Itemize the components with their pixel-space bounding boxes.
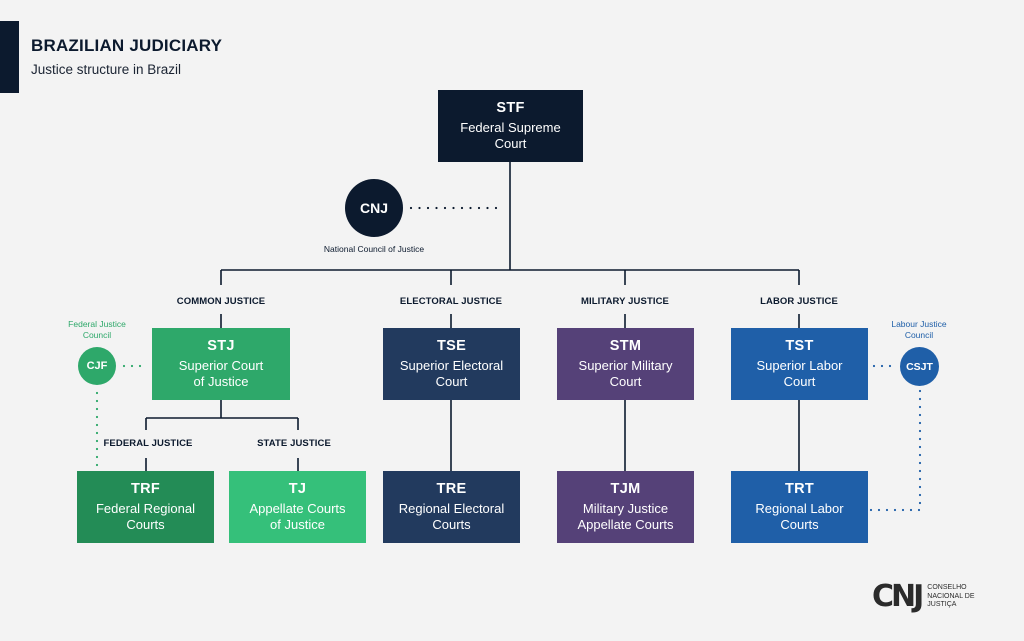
cnj-logo: CNJ CONSELHO NACIONAL DE JUSTIÇA <box>872 582 987 612</box>
stj-box: STJ Superior Court of Justice <box>152 328 290 400</box>
cnj-abbr: CNJ <box>359 200 388 216</box>
stm-full-name: Superior Military Court <box>578 358 673 389</box>
cnj-logo-mark: CNJ <box>872 579 924 614</box>
stm-abbr: STM <box>609 338 642 354</box>
branch-label-federal: FEDERAL JUSTICE <box>103 438 193 449</box>
tse-box: TSE Superior Electoral Court <box>383 328 520 400</box>
header-accent-bar <box>0 21 19 93</box>
tse-abbr: TSE <box>436 338 467 354</box>
stj-full-name: Superior Court of Justice <box>178 358 264 389</box>
stf-full-name: Federal Supreme Court <box>460 120 561 151</box>
cjf-label: Federal Justice Council <box>68 319 126 340</box>
cnj-label: National Council of Justice <box>323 244 425 254</box>
tst-box: TST Superior Labor Court <box>731 328 868 400</box>
tjm-box: TJM Military Justice Appellate Courts <box>557 471 694 543</box>
stf-abbr: STF <box>496 100 525 116</box>
trf-abbr: TRF <box>130 481 161 497</box>
cnj-circle: CNJ <box>345 179 403 237</box>
cnj-logo-text: CONSELHO NACIONAL DE JUSTIÇA <box>927 584 975 609</box>
stj-abbr: STJ <box>207 338 235 354</box>
page-title: BRAZILIAN JUDICIARY <box>31 36 223 55</box>
tre-box: TRE Regional Electoral Courts <box>383 471 520 543</box>
tst-full-name: Superior Labor Court <box>756 358 843 389</box>
tj-box: TJ Appellate Courts of Justice <box>229 471 366 543</box>
tst-abbr: TST <box>785 338 814 354</box>
branch-label-state: STATE JUSTICE <box>257 438 331 449</box>
trt-abbr: TRT <box>784 481 815 497</box>
stf-box: STF Federal Supreme Court <box>438 90 583 162</box>
tj-abbr: TJ <box>288 481 307 497</box>
tjm-abbr: TJM <box>610 481 641 497</box>
trf-box: TRF Federal Regional Courts <box>77 471 214 543</box>
branch-label-common: COMMON JUSTICE <box>176 296 266 307</box>
csjt-label: Labour Justice Council <box>891 319 947 340</box>
page-subtitle: Justice structure in Brazil <box>31 62 182 77</box>
branch-label-military: MILITARY JUSTICE <box>581 296 669 307</box>
branch-label-electoral: ELECTORAL JUSTICE <box>399 296 503 307</box>
stm-box: STM Superior Military Court <box>557 328 694 400</box>
trt-box: TRT Regional Labor Courts <box>731 471 868 543</box>
tj-full-name: Appellate Courts of Justice <box>249 501 346 532</box>
cjf-abbr: CJF <box>86 360 108 372</box>
tjm-full-name: Military Justice Appellate Courts <box>577 501 674 532</box>
csjt-circle: CSJT <box>900 347 939 386</box>
trt-full-name: Regional Labor Courts <box>755 501 844 532</box>
csjt-abbr: CSJT <box>906 360 933 373</box>
branch-label-labor: LABOR JUSTICE <box>760 296 838 307</box>
tre-abbr: TRE <box>436 481 467 497</box>
tse-full-name: Superior Electoral Court <box>399 358 504 389</box>
trf-full-name: Federal Regional Courts <box>95 501 195 532</box>
cjf-circle: CJF <box>78 347 116 385</box>
tre-full-name: Regional Electoral Courts <box>398 501 505 532</box>
